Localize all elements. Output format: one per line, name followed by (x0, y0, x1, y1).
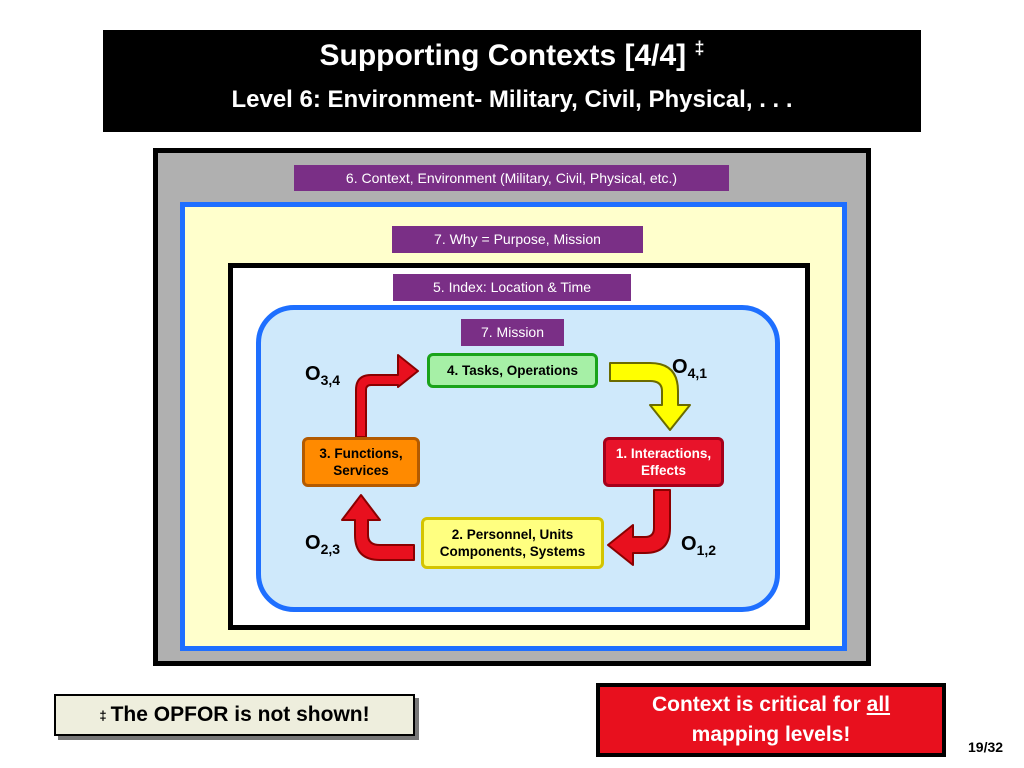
callout-text-pre: Context is critical for (651, 693, 867, 716)
o-label-base: O (305, 532, 321, 554)
o-label-3-4: O3,4 (305, 363, 340, 388)
dagger-mark: ‡ (694, 38, 705, 58)
slide-title: Supporting Contexts [4/4] ‡ (103, 38, 921, 73)
index-label: 5. Index: Location & Time (393, 274, 631, 301)
why-label: 7. Why = Purpose, Mission (392, 226, 643, 253)
node-personnel-units: 2. Personnel, Units Components, Systems (421, 517, 604, 569)
dagger-mark: ‡ (99, 707, 107, 723)
slide-title-text: Supporting Contexts [4/4] (319, 39, 687, 72)
context-critical-callout: Context is critical for all mapping leve… (596, 683, 946, 757)
page-number: 19/32 (968, 739, 1004, 755)
callout-emphasis: all (866, 693, 891, 716)
node-interactions-line2: Effects (640, 463, 686, 478)
node-interactions-line1: 1. Interactions, (615, 446, 712, 461)
node-functions-line2: Services (333, 463, 389, 478)
mission-label: 7. Mission (461, 319, 564, 346)
o-label-base: O (305, 363, 321, 385)
o-label-sub: 1,2 (696, 542, 717, 558)
o-label-base: O (681, 533, 697, 555)
node-personnel-line1: 2. Personnel, Units (451, 527, 574, 542)
node-tasks-operations: 4. Tasks, Operations (427, 353, 598, 388)
o-label-base: O (672, 356, 688, 378)
title-banner: Supporting Contexts [4/4] ‡ Level 6: Env… (103, 30, 921, 132)
o-label-sub: 4,1 (687, 365, 708, 381)
node-functions-services: 3. Functions, Services (302, 437, 420, 487)
node-personnel-line2: Components, Systems (439, 544, 586, 559)
context-label: 6. Context, Environment (Military, Civil… (294, 165, 729, 191)
node-functions-line1: 3. Functions, (319, 446, 403, 461)
o-label-2-3: O2,3 (305, 532, 340, 557)
opfor-note: ‡ The OPFOR is not shown! (54, 694, 415, 736)
o-label-4-1: O4,1 (672, 356, 707, 381)
node-interactions-effects: 1. Interactions, Effects (603, 437, 724, 487)
callout-text-post: mapping levels! (691, 723, 851, 746)
o-label-1-2: O1,2 (681, 533, 716, 558)
opfor-note-text: The OPFOR is not shown! (110, 703, 370, 726)
slide-subtitle: Level 6: Environment- Military, Civil, P… (231, 86, 793, 113)
o-label-sub: 3,4 (320, 372, 341, 388)
o-label-sub: 2,3 (320, 541, 341, 557)
